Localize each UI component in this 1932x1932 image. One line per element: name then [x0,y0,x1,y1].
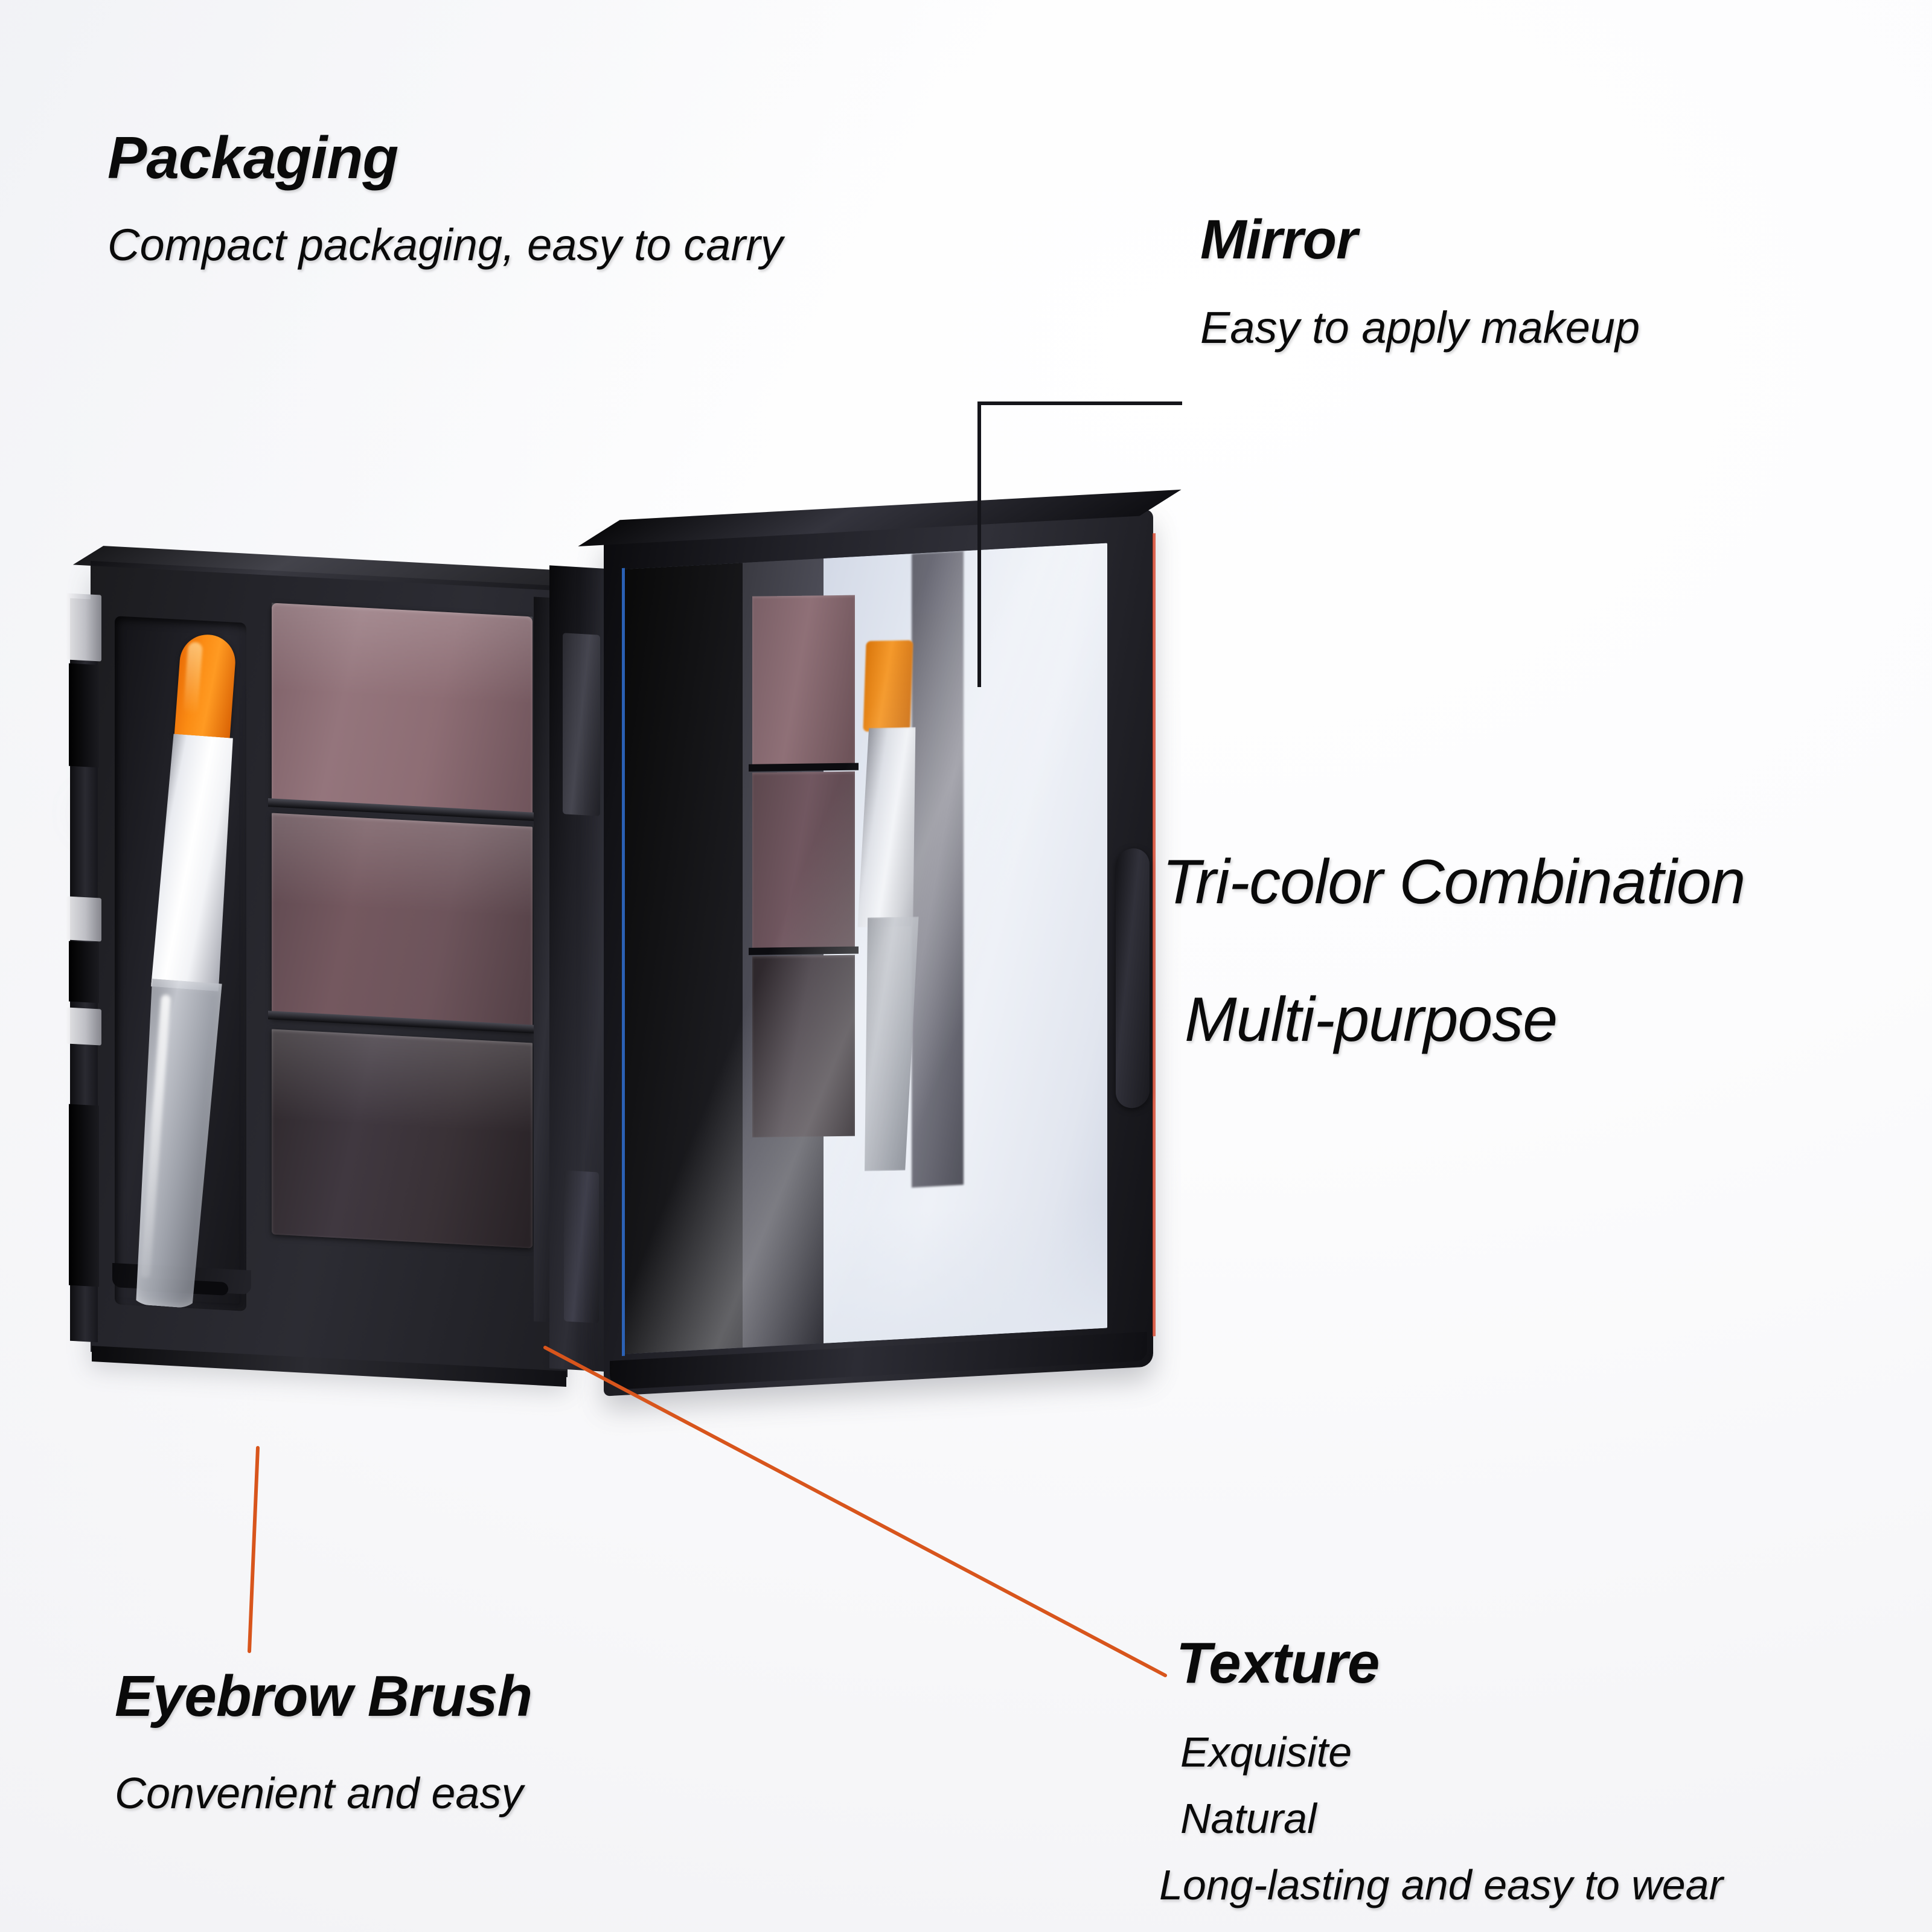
product-photo-eyebrow-powder-palette [66,489,1182,1503]
callout-multi-purpose: Multi-purpose [1185,985,1558,1055]
mirror-surface [624,543,1107,1354]
hinge-pin-lower [564,1170,599,1323]
callout-title-mirror: Mirror [1200,209,1358,270]
powder-pan-dark-charcoal [272,1029,533,1249]
callout-texture-line-3: Long-lasting and easy to wear [1159,1861,1723,1908]
base-bottom-edge [92,1346,566,1387]
callout-subtitle-packaging: Compact packaging, easy to carry [107,220,783,270]
callout-title-texture: Texture [1176,1631,1380,1695]
mirror-reflection-pan-3 [752,955,855,1137]
pan-gloss-3 [272,1029,533,1134]
powder-pan-medium-brown-mauve [272,813,533,1032]
callout-title-eyebrow-brush: Eyebrow Brush [115,1664,533,1729]
callout-subtitle-eyebrow-brush: Convenient and easy [115,1770,523,1818]
callout-texture-line-2: Natural [1180,1795,1317,1842]
hinge-pin-upper [563,633,600,816]
mirror-lid [578,489,1182,1396]
mirror-reflection-pan-1 [752,595,855,766]
callout-title-packaging: Packaging [107,124,398,191]
mirror-reflection-pan-divider-1 [749,763,859,772]
callout-texture-line-1: Exquisite [1180,1729,1352,1776]
left-rim-shadow-3 [69,1104,99,1287]
powder-pan-light-mauve-taupe [272,603,533,816]
mirror-edge-blue-fringe [622,568,625,1357]
brush-ferrule [151,734,237,991]
pan-gloss-1 [272,603,533,705]
brush-bristle-tip [173,632,237,746]
pan-gloss-2 [272,813,533,918]
mirror-clasp-tab [1116,847,1150,1109]
brush-handle [126,979,225,1310]
left-rim-highlight-2 [66,896,101,942]
left-rim-highlight-1 [66,593,101,662]
callout-tri-color-combination: Tri-color Combination [1162,847,1745,917]
callout-subtitle-mirror: Easy to apply makeup [1200,302,1640,353]
mirror-reflection-side-column [912,551,964,1188]
mirror-reflection-pan-2 [752,771,855,949]
left-rim-highlight-3 [66,1007,101,1046]
mirror-reflection-pan-divider-2 [749,946,859,955]
mirror-edge-red-fringe [1153,533,1156,1337]
left-rim-shadow-2 [69,941,99,1003]
mirror-reflection-floor [824,1201,1107,1343]
mirror-reflection-brush-tip [863,640,913,732]
left-rim-shadow-1 [69,663,99,768]
